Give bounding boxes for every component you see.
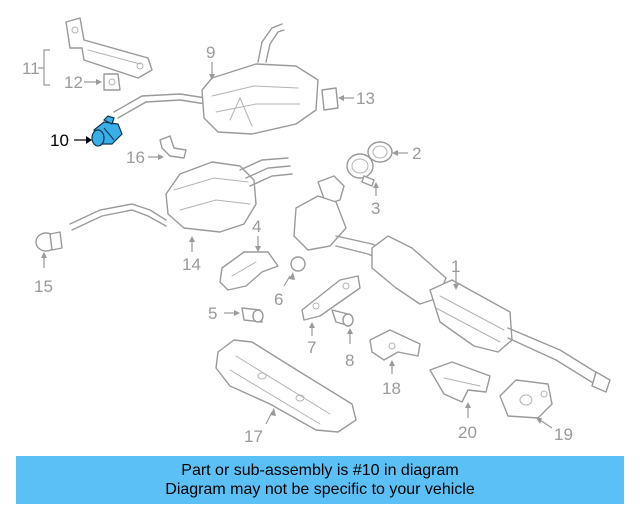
callout-19: 19 [554,425,573,444]
arrow-19 [536,418,542,424]
part-1-front-pipe-converter[interactable] [293,175,611,393]
arrow-14 [189,236,195,242]
callout-2: 2 [412,144,421,163]
arrow-6 [289,272,295,280]
arrow-5 [234,310,240,316]
callout-12: 12 [64,73,83,92]
arrow-8 [347,328,353,334]
exhaust-parts-diagram: 11 12 9 13 10 16 [22,17,611,446]
callout-8: 8 [345,351,354,370]
arrow-10 [86,136,92,144]
part-9-rear-muffler[interactable] [201,63,319,135]
part-6-cap[interactable] [290,256,306,272]
part-3-clamp[interactable] [346,153,375,187]
arrow-3 [373,182,379,188]
part-18-bracket[interactable] [369,329,421,361]
part-2-gasket[interactable] [367,141,393,163]
part-13-rubber-mount[interactable] [321,87,339,111]
arrow-9 [209,74,215,80]
part-16-bracket[interactable] [159,135,187,159]
callout-4: 4 [252,217,261,236]
arrow-12 [96,79,102,85]
part-17-underbody-shield[interactable] [215,339,357,433]
arrow-13 [338,95,344,101]
part-14-center-muffler[interactable] [69,157,293,233]
part-15-clamp[interactable] [35,231,63,252]
arrow-17 [270,408,276,416]
callout-20: 20 [458,423,477,442]
arrow-4 [255,246,261,252]
part-20-bracket[interactable] [429,361,491,403]
banner-line-2: Diagram may not be specific to your vehi… [165,481,475,498]
callout-16: 16 [126,148,145,167]
part-7-flange-gasket[interactable] [301,275,361,321]
selected-part-banner: Part or sub-assembly is #10 in diagram D… [16,456,624,504]
part-4-heat-shield[interactable] [219,251,279,291]
part-8-stud[interactable] [331,309,354,327]
leader-6 [283,275,291,287]
part-5-bolt[interactable] [241,307,264,323]
callout-13: 13 [356,89,375,108]
tailpipe-upper [113,93,207,113]
callout-6: 6 [274,290,283,309]
arrow-16 [158,154,164,160]
leader-11-bracket [38,49,50,86]
banner-line-1: Part or sub-assembly is #10 in diagram [181,462,459,479]
leader-19 [539,419,553,429]
callout-18: 18 [382,379,401,398]
callout-5: 5 [208,304,217,323]
arrow-2 [392,150,398,156]
arrow-1 [453,284,459,290]
callout-9: 9 [206,43,215,62]
part-10-clamp-highlighted[interactable] [91,115,123,147]
arrow-20 [465,402,471,408]
callout-10: 10 [50,131,69,150]
part-12-rubber-hanger[interactable] [103,73,121,91]
arrow-7 [309,322,315,328]
callout-15: 15 [34,277,53,296]
callout-7: 7 [307,338,316,357]
part-19-mount[interactable] [499,379,553,419]
callout-1: 1 [451,257,460,276]
callout-11: 11 [22,59,40,78]
arrow-18 [389,360,395,366]
callout-17: 17 [244,427,263,446]
part-11-bracket[interactable] [65,17,153,79]
callout-3: 3 [371,199,380,218]
arrow-15 [41,252,47,258]
callout-14: 14 [182,255,201,274]
